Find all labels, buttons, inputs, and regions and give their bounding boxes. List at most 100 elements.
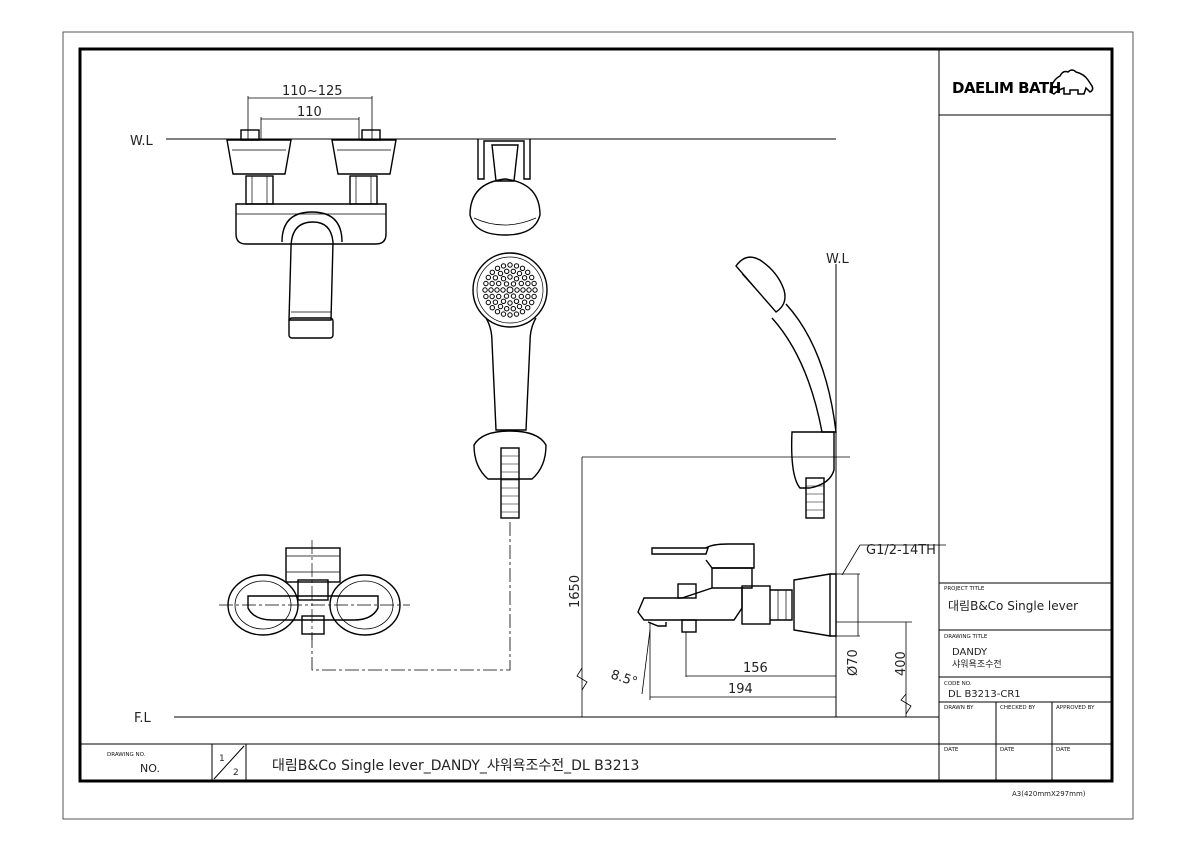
nozzle-dot: [525, 293, 531, 300]
nozzle-dot: [503, 293, 510, 299]
fl-label: F.L: [134, 711, 152, 726]
nozzle-dot: [504, 268, 510, 274]
nozzle-dot: [513, 263, 520, 269]
nozzle-dot: [494, 309, 501, 315]
nozzle-dot: [519, 265, 526, 271]
date-label-3: DATE: [1056, 747, 1071, 753]
wl-label-left: W.L: [130, 134, 153, 149]
drawn-by-label: DRAWN BY: [944, 705, 974, 711]
nozzle-dot: [500, 287, 506, 293]
faucet-top-view: [219, 520, 511, 671]
drawing-title-1: DANDY: [952, 647, 988, 658]
dim-70: Ø70: [846, 649, 861, 676]
nozzle-dot: [485, 274, 491, 281]
nozzle-dot: [507, 300, 513, 306]
wl-label-right: W.L: [826, 252, 849, 267]
nozzle-dot: [489, 269, 495, 275]
nozzle-dot: [510, 293, 517, 299]
dim-110-125: 110~125: [282, 84, 343, 99]
code-no-label: CODE NO.: [944, 681, 972, 687]
outer-frame: [62, 31, 1134, 820]
nozzle-dot: [503, 281, 510, 287]
daelim-bath-logo: DAELIM BATH: [952, 69, 1094, 97]
nozzle-dot: [514, 287, 520, 293]
project-title-label: PROJECT TITLE: [944, 586, 985, 592]
nozzle-dot: [494, 265, 501, 271]
drawing-no: NO.: [140, 762, 160, 775]
nozzle-dot: [521, 299, 528, 305]
nozzle-dot: [507, 262, 513, 268]
nozzle-dot: [513, 298, 520, 304]
inner-frame: [78, 47, 1114, 783]
code-no: DL B3213-CR1: [948, 689, 1021, 700]
nozzle-dot: [496, 280, 502, 287]
nozzle-dot: [500, 276, 507, 282]
nozzle-dot: [497, 303, 504, 310]
nozzle-dot: [510, 268, 516, 274]
nozzle-dot: [489, 293, 495, 300]
nozzle-dot: [513, 311, 520, 317]
drawing-title-label: DRAWING TITLE: [944, 634, 988, 640]
nozzle-dot: [519, 309, 526, 315]
nozzle-dot: [513, 276, 520, 282]
nozzle-dot: [500, 298, 507, 304]
nozzle-dot: [488, 287, 494, 293]
nozzle-dot: [507, 274, 513, 280]
nozzle-dot: [526, 287, 532, 293]
nozzle-dot: [529, 274, 535, 281]
nozzle-dot: [497, 270, 504, 277]
dim-194: 194: [728, 682, 753, 697]
sheet-number: 1: [219, 754, 225, 764]
footer-title: 대림B&Co Single lever_DANDY_샤워욕조수전_DL B321…: [272, 758, 639, 774]
nozzle-dot: [482, 287, 488, 293]
nozzle-dot: [531, 280, 537, 287]
nozzle-dot: [520, 287, 526, 293]
sheet-total: 2: [233, 768, 239, 778]
nozzle-dot: [525, 280, 531, 287]
nozzle-dot: [531, 293, 537, 300]
shower-nozzle-pattern: [482, 262, 538, 318]
approved-by-label: APPROVED BY: [1056, 705, 1095, 711]
nozzle-dot: [485, 299, 491, 306]
dim-156: 156: [743, 661, 768, 676]
nozzle-dot: [500, 263, 507, 269]
faucet-front-view: [226, 96, 397, 339]
shower-head-front-view: [469, 139, 548, 519]
nozzle-dot: [507, 312, 513, 318]
nozzle-dot: [483, 280, 489, 287]
nozzle-dot: [510, 281, 517, 287]
thread-label: G1/2-14TH: [866, 543, 936, 558]
nozzle-dot: [516, 270, 523, 277]
nozzle-dot: [496, 293, 502, 300]
nozzle-dot: [492, 299, 499, 305]
title-block: [938, 49, 1112, 781]
nozzle-dot: [518, 293, 524, 300]
nozzle-dot: [532, 287, 538, 293]
bottom-strip: [80, 743, 939, 781]
nozzle-dot: [516, 303, 523, 310]
logo-text: DAELIM BATH: [952, 79, 1061, 97]
nozzle-dot: [525, 269, 531, 275]
nozzle-dot: [506, 286, 514, 294]
nozzle-dot: [504, 306, 510, 312]
date-label-1: DATE: [944, 747, 959, 753]
faucet-side-view: [637, 256, 837, 717]
nozzle-dot: [489, 305, 495, 311]
dim-1650: 1650: [568, 575, 583, 608]
drawing-title-2: 샤워욕조수전: [952, 659, 1002, 670]
nozzle-dot: [494, 287, 500, 293]
nozzle-dot: [518, 280, 524, 287]
dim-400: 400: [894, 651, 909, 676]
dim-110: 110: [297, 105, 322, 120]
paper-size: A3(420mmX297mm): [1012, 790, 1086, 798]
nozzle-dot: [483, 293, 489, 300]
nozzle-dot: [529, 299, 535, 306]
nozzle-dot: [492, 275, 499, 281]
bear-icon: [1049, 69, 1094, 95]
nozzle-dot: [510, 306, 516, 312]
project-title: 대림B&Co Single lever: [948, 599, 1078, 613]
date-label-2: DATE: [1000, 747, 1015, 753]
nozzle-dot: [525, 305, 531, 311]
nozzle-dot: [521, 275, 528, 281]
